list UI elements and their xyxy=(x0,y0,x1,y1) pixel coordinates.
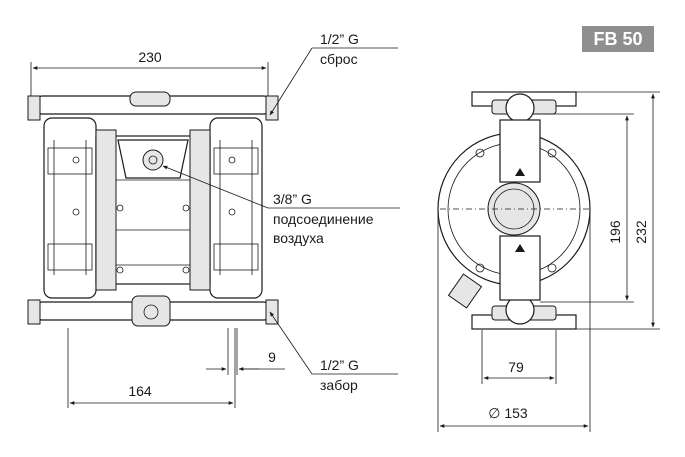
air-label-2: воздуха xyxy=(273,230,324,246)
dim-width-top: 230 xyxy=(30,49,269,96)
dim-port-spacing-label: 79 xyxy=(508,359,524,375)
top-outlet xyxy=(129,91,171,107)
right-chamber xyxy=(209,117,263,299)
air-fitting xyxy=(142,149,164,171)
model-badge: FB 50 xyxy=(582,26,654,52)
discharge-size-label: 1/2” G xyxy=(320,31,359,47)
dim-diameter-label: ∅ 153 xyxy=(488,405,528,421)
dim-width-bottom: 164 xyxy=(67,328,236,408)
port-flange-br xyxy=(265,299,279,325)
dim-height-inner-label: 196 xyxy=(607,220,623,244)
port-flange-tl xyxy=(27,95,41,121)
suction-label: забор xyxy=(320,377,358,393)
callout-suction: 1/2” G забор xyxy=(269,311,398,393)
side-view xyxy=(437,91,591,330)
port-flange-bl xyxy=(27,299,41,325)
center-clamp-right xyxy=(189,129,211,291)
bottom-inlet xyxy=(131,295,171,327)
dim-offset-label: 9 xyxy=(268,349,276,365)
discharge-label: сброс xyxy=(320,51,358,67)
dim-port-spacing: 79 xyxy=(481,330,557,384)
side-top-port xyxy=(505,93,535,123)
dim-height-outer-label: 232 xyxy=(633,220,649,244)
dim-offset: 9 xyxy=(206,328,285,375)
side-air-stub xyxy=(447,273,483,309)
dim-height-inner: 196 xyxy=(540,113,634,303)
dim-width-bottom-label: 164 xyxy=(128,383,152,399)
callout-air: 3/8” G подсоединение воздуха xyxy=(162,165,400,246)
center-clamp-left xyxy=(95,129,117,291)
bottom-inlet-bore xyxy=(143,304,159,320)
air-size-label: 3/8” G xyxy=(273,191,312,207)
suction-size-label: 1/2” G xyxy=(320,357,359,373)
callout-discharge: 1/2” G сброс xyxy=(269,31,398,116)
port-flange-tr xyxy=(265,95,279,121)
dim-width-top-label: 230 xyxy=(138,49,162,65)
front-view xyxy=(27,91,279,327)
air-label-1: подсоединение xyxy=(273,211,374,227)
dim-diameter: ∅ 153 xyxy=(437,209,591,432)
left-chamber xyxy=(43,117,97,299)
